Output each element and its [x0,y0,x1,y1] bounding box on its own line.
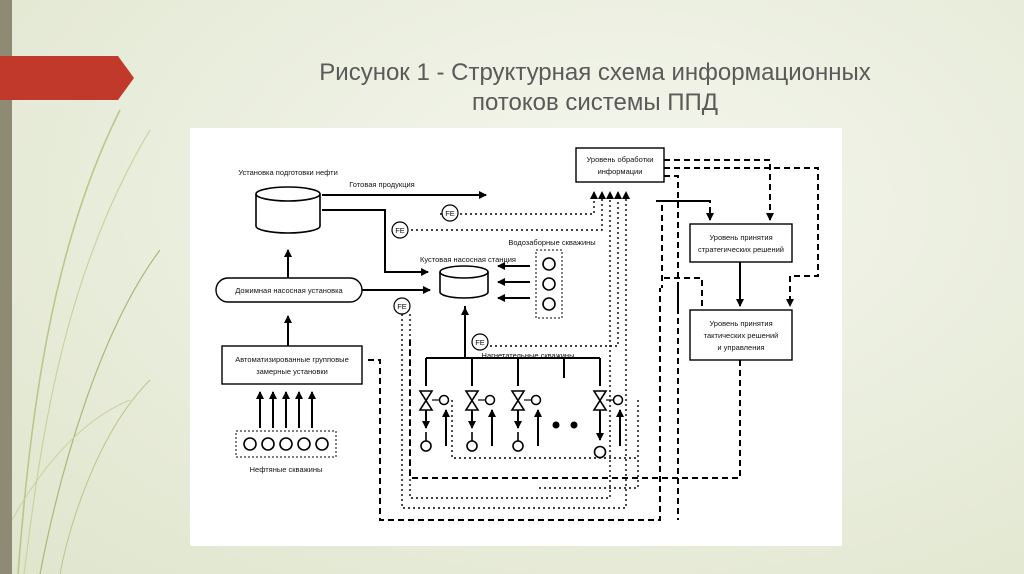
label-oil-treatment: Установка подготовки нефти [238,168,338,177]
valve-3 [510,390,542,452]
oil-wells-group [235,430,337,458]
processing-level-box [575,147,665,183]
left-accent-bar [0,0,12,574]
valve-4 [592,390,624,459]
label-finished-product: Готовая продукция [349,180,415,189]
label-tactical-1: Уровень принятия [709,319,772,328]
flow-diagram: FE FE FE FE Установка подготовки нефти Г… [190,128,842,546]
svg-text:FE: FE [397,302,407,311]
valve-1 [418,390,450,452]
label-cluster-pump: Кустовая насосная станция [420,255,516,264]
oil-well-arrows [256,391,316,428]
label-tactical-2: тактических решений [704,331,779,340]
slide-title: Рисунок 1 - Структурная схема информацио… [215,58,975,118]
label-processing-2: информации [598,167,643,176]
ellipsis-dot-1 [552,421,560,429]
strategic-level-box [689,223,793,263]
label-injection-wells: Нагнетательные скважины [482,351,575,360]
fe-sensor-4: FE [471,333,489,351]
svg-text:FE: FE [475,338,485,347]
water-intake-wells-group [535,249,563,319]
label-group-metering-1: Автоматизированные групповые [235,355,349,364]
label-tactical-3: и управления [717,343,764,352]
decorative-stripes [11,109,160,574]
booster-pump-unit [215,277,363,303]
oil-treatment-unit [255,186,321,234]
svg-text:FE: FE [445,209,455,218]
red-arrow-marker [0,56,134,100]
tactical-level-box [689,309,793,361]
intake-arrows [497,262,530,302]
injection-network [418,358,624,459]
title-line-1: Рисунок 1 - Структурная схема информацио… [319,59,871,86]
label-processing-1: Уровень обработки [587,155,654,164]
cluster-pump-station [439,265,489,299]
label-water-intake: Водозаборные скважины [508,238,595,247]
dashed-info-flows [368,159,819,521]
label-oil-wells: Нефтяные скважины [250,465,323,474]
group-metering-units [221,345,363,385]
label-group-metering-2: замерные установки [256,367,328,376]
fe-sensor-2: FE [391,221,409,239]
fe-sensor-1: FE [441,204,459,222]
label-strategic-1: Уровень принятия [709,233,772,242]
dotted-sensor-links [401,191,639,509]
valve-2 [464,390,496,452]
fe-sensor-3: FE [393,297,411,315]
svg-text:FE: FE [395,226,405,235]
ellipsis-dot-2 [570,421,578,429]
diagram-canvas: FE FE FE FE Установка подготовки нефти Г… [215,147,819,521]
title-line-2: потоков системы ППД [471,89,719,116]
label-strategic-2: стратегических решений [698,245,784,254]
label-booster-pump: Дожимная насосная установка [235,286,343,295]
